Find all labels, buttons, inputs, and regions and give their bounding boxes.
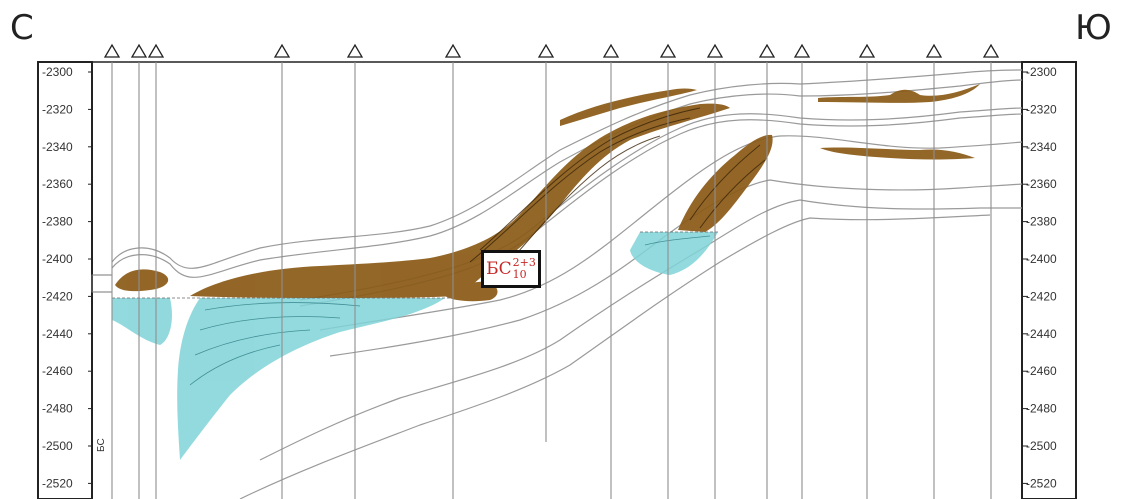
- well-marker-icon[interactable]: [444, 43, 462, 58]
- well-marker-icon[interactable]: [659, 43, 677, 58]
- depth-tick-label: -2400: [42, 252, 73, 266]
- depth-tick-label: -2480: [1026, 402, 1057, 416]
- well-marker-icon[interactable]: [982, 43, 1000, 58]
- oil-lens-west: [115, 269, 169, 292]
- oil-east-wedge: [678, 134, 773, 232]
- well-marker-icon[interactable]: [793, 43, 811, 58]
- reservoir-label-sup: 2+3: [512, 256, 536, 269]
- reservoir-label: БС 2+3 10: [481, 250, 541, 288]
- oil-east-top: [818, 84, 980, 103]
- depth-tick-label: -2440: [1026, 327, 1057, 341]
- oil-upper-thin: [560, 88, 697, 126]
- depth-tick-label: -2520: [1026, 476, 1057, 490]
- right-depth-axis-frame: [1021, 61, 1077, 499]
- well-marker-icon[interactable]: [858, 43, 876, 58]
- depth-tick-label: -2400: [1026, 252, 1057, 266]
- oil-main-body: [190, 103, 730, 299]
- water-east: [630, 232, 718, 275]
- depth-tick-label: -2380: [42, 215, 73, 229]
- horizon-2: [111, 79, 1023, 278]
- depth-tick-label: -2300: [42, 65, 73, 79]
- reservoir-label-base: БС: [486, 259, 512, 279]
- horizon-5: [319, 135, 1023, 331]
- depth-ticks-right: -2300 -2320 -2340 -2360 -2380 -2400 -2420 -2440…: [1022, 65, 1057, 490]
- depth-tick-label: -2340: [42, 140, 73, 154]
- horizon-top: [111, 69, 1023, 269]
- well-marker-icon[interactable]: [103, 43, 121, 58]
- direction-north-label: С: [10, 8, 34, 48]
- depth-tick-label: -2340: [1026, 140, 1057, 154]
- well-marker-icon[interactable]: [706, 43, 724, 58]
- water-streaks: [189, 235, 711, 386]
- depth-tick-label: -2420: [42, 289, 73, 303]
- reservoir-label-sub: 10: [512, 268, 527, 281]
- water-main: [177, 298, 445, 460]
- well-marker-icon[interactable]: [925, 43, 943, 58]
- direction-south-label: Ю: [1075, 8, 1112, 48]
- depth-tick-label: -2420: [1026, 289, 1057, 303]
- depth-tick-label: -2320: [42, 102, 73, 116]
- oil-east-mid: [820, 147, 975, 160]
- well-marker-icon[interactable]: [273, 43, 291, 58]
- water-west-small: [112, 298, 172, 345]
- depth-tick-label: -2460: [42, 364, 73, 378]
- well-marker-icon[interactable]: [346, 43, 364, 58]
- well-marker-icon[interactable]: [130, 43, 148, 58]
- well-marker-icon[interactable]: [602, 43, 620, 58]
- depth-tick-label: -2320: [1026, 102, 1057, 116]
- depth-tick-label: -2360: [42, 177, 73, 191]
- depth-tick-label: -2440: [42, 327, 73, 341]
- well-marker-icon[interactable]: [537, 43, 555, 58]
- depth-tick-label: -2300: [1026, 65, 1057, 79]
- strat-column-box: [91, 274, 113, 293]
- depth-tick-label: -2380: [1026, 215, 1057, 229]
- depth-tick-label: -2460: [1026, 364, 1057, 378]
- depth-ticks-left: -2300 -2320 -2340 -2360 -2380 -2400 -2420 -2440…: [42, 65, 92, 490]
- depth-tick-label: -2480: [42, 402, 73, 416]
- well-marker-icon[interactable]: [147, 43, 165, 58]
- horizon-8: [239, 214, 991, 499]
- well-marker-icon[interactable]: [758, 43, 776, 58]
- wells-layer: [103, 43, 1000, 499]
- depth-tick-label: -2500: [42, 439, 73, 453]
- depth-tick-label: -2360: [1026, 177, 1057, 191]
- oil-streaks: [469, 107, 766, 273]
- left-depth-axis-frame: [37, 61, 93, 499]
- depth-tick-label: -2500: [1026, 439, 1057, 453]
- strat-side-label: БС: [96, 438, 107, 452]
- depth-tick-label: -2520: [42, 476, 73, 490]
- water-bodies: [112, 232, 718, 460]
